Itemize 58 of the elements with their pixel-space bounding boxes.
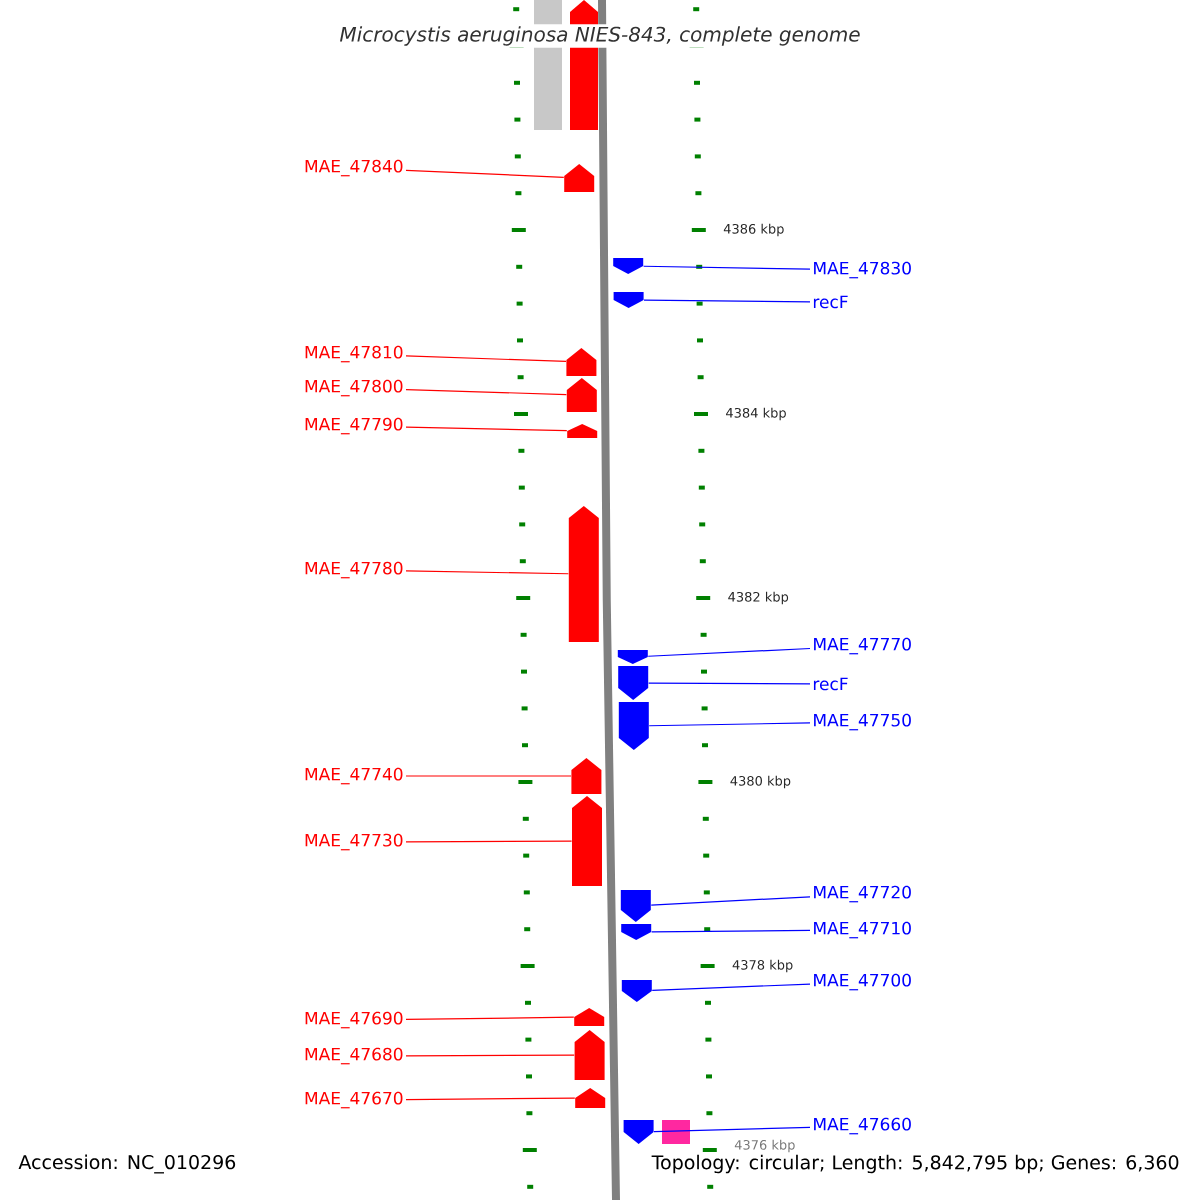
title: Microcystis aeruginosa NIES-843, complete genome [337, 24, 863, 48]
gene-label: MAE_47670 [305, 1091, 403, 1109]
leader-line [651, 983, 811, 991]
gene-label: MAE_47750 [814, 713, 911, 731]
gene-label: MAE_47810 [305, 345, 403, 363]
leader-line [405, 169, 565, 178]
gene-block [617, 650, 648, 664]
leader-line [405, 1054, 575, 1057]
gene-label: MAE_47770 [814, 637, 911, 655]
leader-line [405, 570, 569, 575]
gene-label: MAE_47800 [305, 379, 403, 397]
gene-label: MAE_47720 [814, 885, 911, 903]
leader-line [648, 682, 811, 685]
gene-label: MAE_47740 [305, 767, 403, 785]
gene-label: MAE_47790 [305, 417, 403, 435]
leader-line [405, 840, 573, 843]
leader-line [648, 722, 811, 727]
gene-label: recF [813, 295, 848, 309]
gene-block [574, 1030, 605, 1080]
gene-block [623, 1120, 654, 1144]
leader-line [651, 929, 811, 933]
leader-line [405, 775, 572, 777]
gene-label: MAE_47700 [814, 973, 911, 991]
gene-label: MAE_47840 [305, 159, 403, 177]
gene-block [613, 258, 644, 274]
gene-block [568, 506, 599, 642]
leader-line [647, 647, 811, 657]
leader-line [405, 355, 567, 363]
gene-label: MAE_47730 [305, 833, 403, 851]
gene-block [662, 1120, 690, 1144]
leader-line [643, 265, 811, 270]
gene-block [621, 980, 652, 1002]
gene-block [621, 924, 652, 940]
gene-block [571, 758, 602, 794]
leader-line [405, 426, 568, 432]
gene-block [575, 1088, 606, 1108]
leader-line [643, 299, 811, 303]
footer-text: Topology: circular; Length: 5,842,795 bp; Genes: 6,360 [651, 1154, 1179, 1174]
gene-label: MAE_47660 [814, 1117, 911, 1135]
gene-label: MAE_47780 [305, 561, 403, 579]
gene-label: MAE_47690 [305, 1011, 403, 1029]
gene-label: MAE_47830 [814, 261, 911, 279]
leader-line [405, 1097, 576, 1101]
gene-block [566, 378, 597, 412]
gene-block [618, 702, 649, 750]
gene-block [564, 164, 595, 192]
gene-block [613, 292, 644, 308]
gene-block [566, 348, 597, 376]
leader-line [405, 389, 567, 396]
gene-label: MAE_47680 [305, 1047, 403, 1065]
gene-block [567, 424, 598, 438]
leader-line [653, 1126, 811, 1133]
leader-line [650, 896, 811, 906]
gene-block [574, 1008, 605, 1026]
gene-label: MAE_47710 [814, 921, 911, 939]
gene-label: recF [813, 677, 848, 691]
leader-line [405, 1016, 575, 1020]
footer-text: Accession: NC_010296 [18, 1154, 236, 1174]
